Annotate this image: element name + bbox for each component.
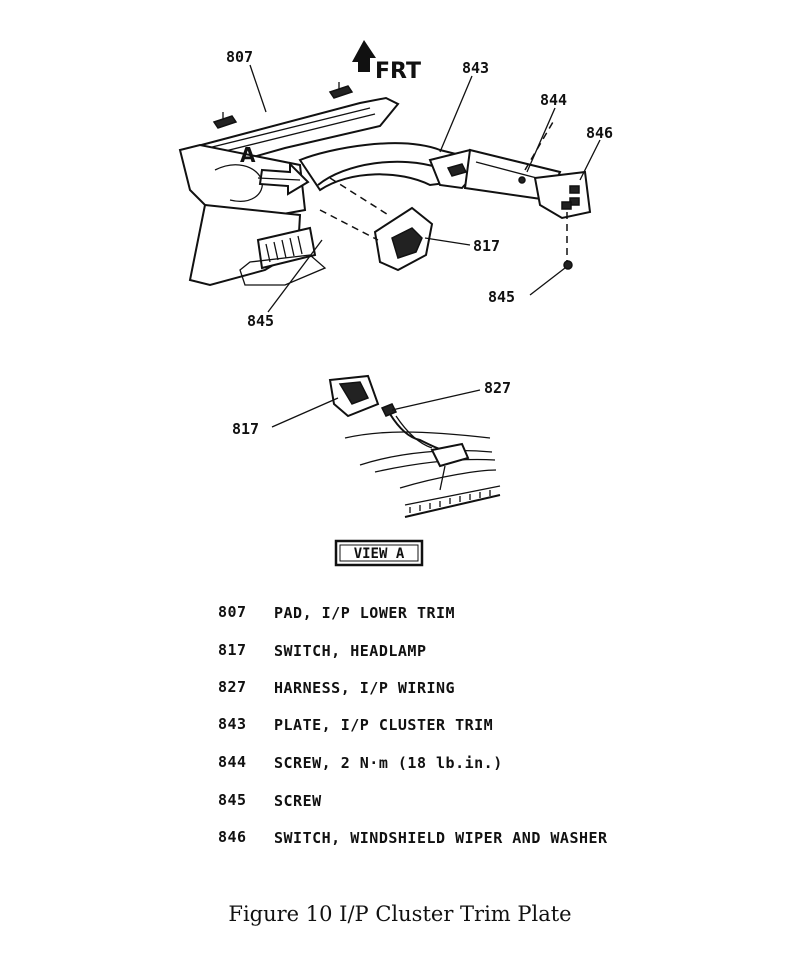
callout-827: 827 <box>484 379 511 397</box>
legend-description: SCREW <box>274 792 322 810</box>
legend-row: 846 SWITCH, WINDSHIELD WIPER AND WASHER <box>218 828 638 849</box>
callout-843: 843 <box>462 59 489 77</box>
legend-number: 843 <box>218 715 247 733</box>
front-direction-arrow: FRT <box>352 40 421 84</box>
callout-844: 844 <box>540 91 567 109</box>
legend-number: 846 <box>218 828 247 846</box>
legend-row: 827 HARNESS, I/P WIRING <box>218 678 455 699</box>
view-a-illustration <box>328 374 501 518</box>
front-direction-label: FRT <box>375 59 421 84</box>
legend-row: 817 SWITCH, HEADLAMP <box>218 641 427 662</box>
legend-description: HARNESS, I/P WIRING <box>274 679 456 697</box>
legend-row: 807 PAD, I/P LOWER TRIM <box>218 603 455 624</box>
instrument-panel-illustration: A <box>178 82 592 287</box>
legend-description: SCREW, 2 N·m (18 lb.in.) <box>274 754 503 772</box>
callout-845-left: 845 <box>247 312 274 330</box>
callout-845-right: 845 <box>488 288 515 306</box>
legend-description: PLATE, I/P CLUSTER TRIM <box>274 716 494 734</box>
legend-number: 845 <box>218 791 247 809</box>
callout-807: 807 <box>226 48 253 66</box>
callout-846: 846 <box>586 124 613 142</box>
view-a-label-box: VIEW A <box>334 539 424 567</box>
legend-number: 827 <box>218 678 247 696</box>
legend-row: 845 SCREW <box>218 791 322 812</box>
legend-description: SWITCH, WINDSHIELD WIPER AND WASHER <box>274 829 608 847</box>
legend-description: SWITCH, HEADLAMP <box>274 642 427 660</box>
leader-lines-view-a <box>271 389 481 428</box>
legend-row: 843 PLATE, I/P CLUSTER TRIM <box>218 715 493 736</box>
leader-lines-main <box>249 64 601 313</box>
callout-817-view-a: 817 <box>232 420 259 438</box>
legend-number: 817 <box>218 641 247 659</box>
legend-description: PAD, I/P LOWER TRIM <box>274 604 456 622</box>
figure-caption: Figure 10 I/P Cluster Trim Plate <box>228 902 572 926</box>
callout-817: 817 <box>473 237 500 255</box>
view-a-label: VIEW A <box>354 546 405 562</box>
view-a-marker: A <box>240 143 256 167</box>
legend-number: 807 <box>218 603 247 621</box>
legend-number: 844 <box>218 753 247 771</box>
legend-row: 844 SCREW, 2 N·m (18 lb.in.) <box>218 753 503 774</box>
